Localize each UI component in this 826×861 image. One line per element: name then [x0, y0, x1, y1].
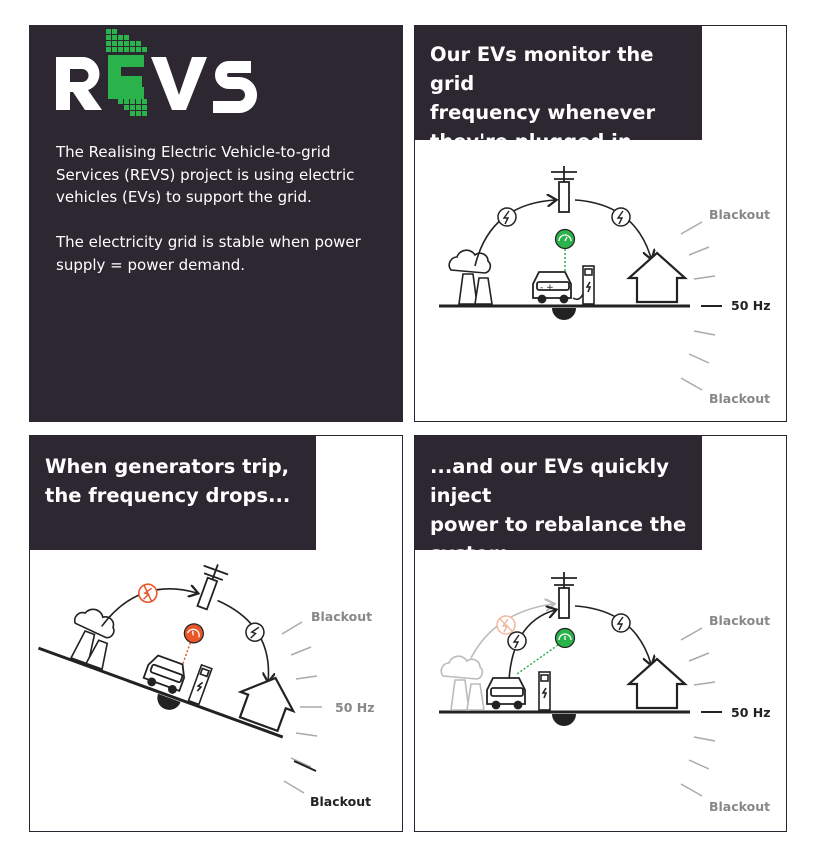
- frequency-scale: [680, 221, 716, 391]
- panel-caption: Our EVs monitor the grid frequency whene…: [415, 26, 702, 153]
- grid-balance-line: [37, 646, 284, 739]
- ev-car-icon: [142, 654, 186, 694]
- label-50hz: 50 Hz: [335, 700, 374, 715]
- supply-arc: [101, 566, 197, 627]
- frequency-scale: [680, 627, 716, 797]
- lightning-bolt: [616, 210, 624, 225]
- house-icon: [237, 676, 296, 733]
- power-station-icon: [448, 249, 493, 305]
- panel-caption: When generators trip, the frequency drop…: [30, 436, 316, 550]
- label-blackout-top: Blackout: [709, 207, 770, 222]
- logo-letter-e: [108, 55, 144, 99]
- house-icon: [626, 657, 688, 710]
- lightning-icon: [497, 207, 517, 227]
- charger-icon: [572, 265, 595, 305]
- charger-icon: [187, 663, 213, 706]
- frequency-scale: [281, 621, 322, 768]
- panel-caption: ...and our EVs quickly inject power to r…: [415, 436, 702, 565]
- pivot: [552, 308, 576, 320]
- label-blackout-top: Blackout: [709, 613, 770, 628]
- monitor-panel: - + Blackout 50 Hz Blackout Our EVs moni…: [414, 25, 787, 422]
- lightning-icon: [611, 207, 631, 227]
- pylon-icon: [551, 166, 577, 213]
- power-station-icon: [69, 608, 115, 671]
- logo-letter-s: [213, 61, 257, 113]
- label-blackout-top: Blackout: [311, 609, 372, 624]
- frequency-meter-icon: [554, 228, 576, 250]
- label-blackout-bottom: Blackout: [709, 799, 770, 814]
- intro-paragraph-1: The Realising Electric Vehicle-to-grid S…: [56, 143, 355, 206]
- pivot: [552, 714, 576, 726]
- label-blackout-bottom: Blackout: [310, 794, 371, 809]
- lightning-bolt: [502, 210, 510, 225]
- lightning-icon: [611, 613, 631, 633]
- charger-icon: [538, 671, 551, 711]
- intro-panel: The Realising Electric Vehicle-to-grid S…: [29, 25, 403, 422]
- house-icon: [626, 251, 688, 304]
- ev-car-icon: [486, 677, 526, 710]
- demand-arc: [574, 199, 651, 258]
- logo-letter-v: [151, 57, 207, 110]
- ev-car-icon: [532, 271, 572, 304]
- label-blackout-bottom: Blackout: [709, 391, 770, 406]
- intro-paragraph-2: The electricity grid is stable when powe…: [56, 233, 361, 274]
- trip-diagram: Blackout 50 Hz Blackout: [37, 564, 374, 809]
- frequency-meter-icon: [183, 623, 204, 644]
- label-50hz: 50 Hz: [731, 298, 770, 313]
- lightning-icon: [245, 622, 265, 642]
- rebalance-panel: Blackout 50 Hz Blackout ...and our EVs q…: [414, 435, 787, 832]
- label-50hz: 50 Hz: [731, 705, 770, 720]
- trip-panel: Blackout 50 Hz Blackout When generators …: [29, 435, 403, 832]
- lightning-icon: [507, 631, 527, 651]
- logo-pixel-grid: [106, 29, 147, 116]
- svg-text:- +: - +: [540, 283, 554, 293]
- logo-letter-r: [56, 57, 102, 110]
- pivot: [157, 693, 181, 710]
- pylon-icon: [196, 564, 229, 611]
- rebalance-diagram: Blackout 50 Hz Blackout: [439, 572, 770, 814]
- no-power-icon: [496, 615, 516, 635]
- revs-logo: [56, 29, 257, 116]
- demand-arc: [574, 605, 651, 664]
- monitor-diagram: - + Blackout 50 Hz Blackout: [439, 166, 770, 406]
- power-station-icon: [440, 655, 485, 711]
- pylon-icon: [551, 572, 577, 619]
- no-power-icon: [138, 583, 158, 604]
